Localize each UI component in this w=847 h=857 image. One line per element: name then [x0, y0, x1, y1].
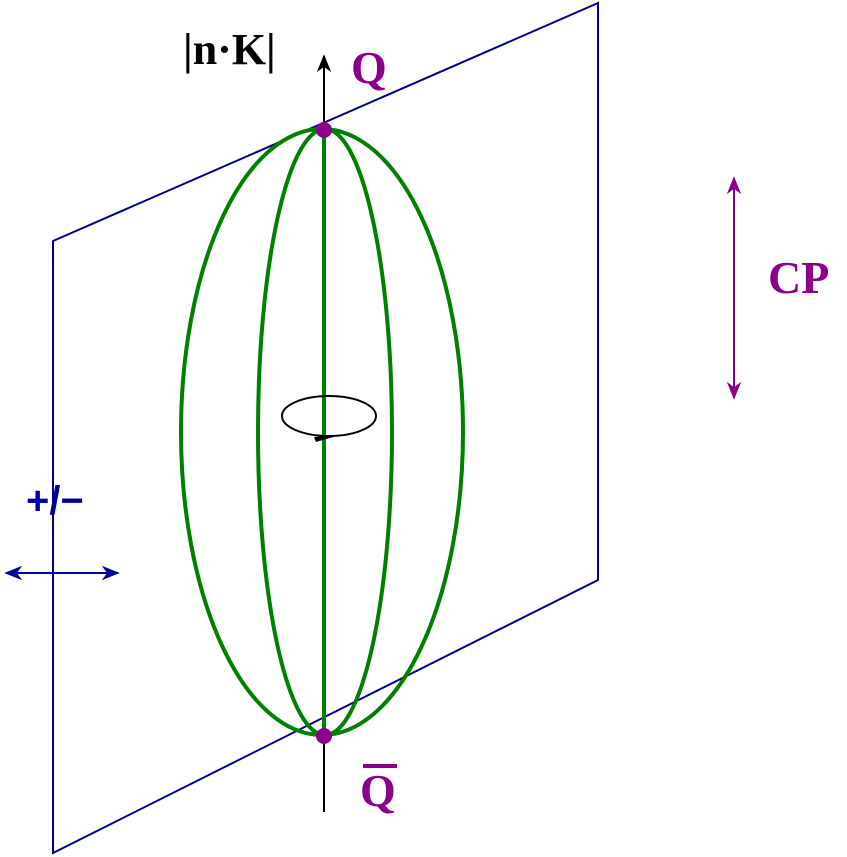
antiquark-label: Q — [360, 765, 396, 816]
cp-label: CP — [768, 252, 829, 303]
quark-dot-bottom — [316, 728, 332, 744]
plane — [52, 1, 599, 855]
quark-dot-top — [316, 122, 332, 138]
axis-label: |n·K| — [183, 25, 276, 74]
quark-label: Q — [351, 42, 387, 93]
plus-minus-label: +/− — [26, 479, 84, 523]
rotation-icon — [281, 395, 377, 442]
